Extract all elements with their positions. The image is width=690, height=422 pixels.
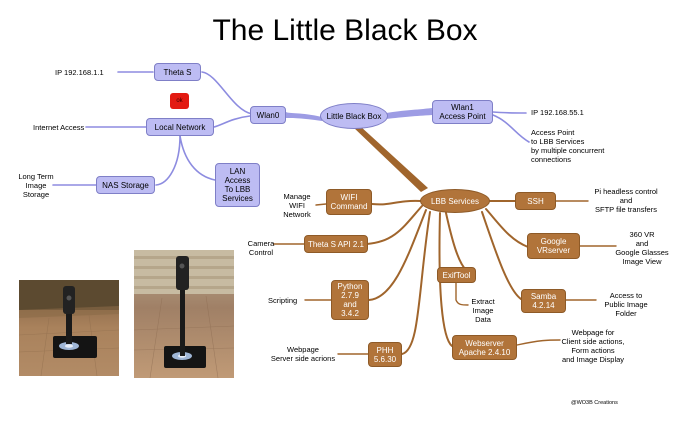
link-wlan1-ip: [492, 111, 527, 114]
device-photo-left: [19, 280, 119, 376]
link-svc-python: [368, 209, 427, 301]
label-scripting: Scripting: [268, 296, 298, 305]
link-local-lan: [179, 135, 216, 181]
link-exif-extract: [455, 279, 469, 306]
page-title: The Little Black Box: [212, 14, 478, 47]
label-webpage-server: Webpage Server side acrions: [270, 345, 336, 363]
label-ip-192-168-55-1: IP 192.168.55.1: [531, 108, 584, 117]
wlan1-node: Wlan1 Access Point: [432, 100, 493, 124]
link-wlan1-ap: [492, 114, 530, 143]
google-vrserver-node: Google VRserver: [527, 233, 580, 259]
wlan0-node: Wlan0: [250, 106, 286, 124]
label-access-point: Access Point to LBB Services by multiple…: [531, 128, 605, 164]
little-black-box-node: Little Black Box: [320, 103, 388, 129]
python-node: Python 2.7.9 and 3.4.2: [331, 280, 369, 320]
theta-s-node: Theta S: [154, 63, 201, 81]
credit-label: @WO3B Creations: [571, 400, 618, 406]
label-long-term-storage: Long Term Image Storage: [18, 172, 54, 199]
link-svc-exif: [445, 212, 467, 271]
label-ip-192-168-1-1: IP 192.168.1.1: [55, 68, 104, 77]
link-svc-theta: [366, 205, 423, 245]
label-internet-access: Internet Access: [33, 123, 85, 132]
samba-node: Samba 4.2.14: [521, 289, 566, 313]
link-svc-wifi: [371, 199, 422, 206]
label-manage-wifi: Manage WIFI Network: [283, 192, 311, 219]
link-wlan0-theta: [201, 71, 253, 115]
wifi-command-node: WIFI Command: [326, 189, 372, 215]
link-lbb-wlan0: [286, 112, 322, 121]
label-webpage-client: Webpage for Client side actions, Form ac…: [561, 328, 625, 364]
lan-access-node: LAN Access To LBB Services: [215, 163, 260, 207]
label-extract-image-data: Extract Image Data: [471, 297, 495, 324]
webserver-node: Webserver Apache 2.4.10: [452, 335, 517, 360]
link-svc-phh: [401, 211, 431, 355]
lbb-services-node: LBB Services: [420, 189, 490, 213]
label-camera-control: Camera Control: [247, 239, 275, 257]
exiftool-node: ExifTool: [437, 267, 476, 283]
link-wifi-manage: [315, 203, 327, 206]
link-local-nas: [155, 135, 181, 186]
label-360-vr: 360 VR and Google Glasses Image View: [615, 230, 669, 266]
ok-badge: ok: [170, 93, 189, 109]
ssh-node: SSH: [515, 192, 556, 210]
link-lbb-services: [352, 126, 428, 192]
label-pi-headless: Pi headless control and SFTP file transf…: [594, 187, 658, 214]
link-svc-samba: [481, 211, 522, 300]
device-photo-right: [134, 250, 234, 378]
link-lbb-wlan1: [386, 108, 432, 119]
nas-storage-node: NAS Storage: [96, 176, 155, 194]
label-access-public-folder: Access to Public Image Folder: [604, 291, 648, 318]
link-svc-web: [438, 212, 453, 347]
link-web-client: [516, 339, 561, 346]
theta-api-node: Theta S API 2.1: [304, 235, 368, 253]
link-svc-google: [485, 208, 529, 248]
phh-node: PHH 5.6.30: [368, 342, 402, 367]
local-network-node: Local Network: [146, 118, 214, 136]
link-wlan0-local: [213, 115, 251, 128]
